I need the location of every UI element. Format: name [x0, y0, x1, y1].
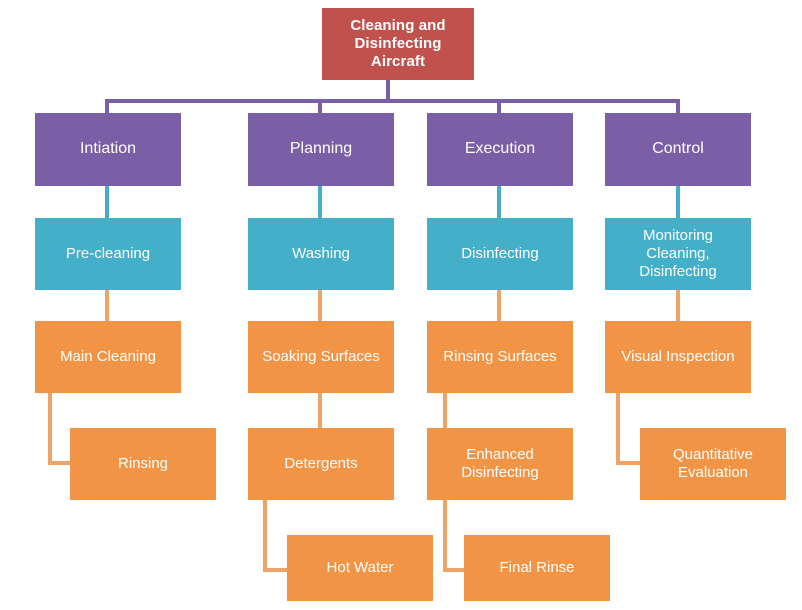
node-task-visual-inspection-label: Visual Inspection: [621, 348, 735, 366]
connector-rinsing-surfaces-to-enhanced-disinfecting: [443, 393, 447, 428]
node-task-rinsing-label: Rinsing: [117, 455, 169, 473]
connector-bus-to-control: [676, 99, 680, 114]
node-task-main-cleaning-label: Main Cleaning: [60, 348, 156, 366]
node-step-disinfecting[interactable]: Disinfecting: [427, 218, 573, 290]
connector-phase-bus: [105, 99, 680, 103]
node-task-hot-water[interactable]: Hot Water: [287, 535, 433, 601]
node-task-rinsing-surfaces-label: Rinsing Surfaces: [443, 348, 557, 366]
node-task-enhanced-disinfecting-label: Enhanced Disinfecting: [461, 446, 539, 481]
node-step-monitoring-cleaning-disinfecting[interactable]: Monitoring Cleaning, Disinfecting: [605, 218, 751, 290]
connector-bus-to-planning: [318, 99, 322, 114]
node-task-rinsing-surfaces[interactable]: Rinsing Surfaces: [427, 321, 573, 393]
node-step-washing[interactable]: Washing: [248, 218, 394, 290]
connector-enhanced-disinfecting-to-final-rinse: [443, 500, 471, 572]
node-step-disinfecting-label: Disinfecting: [461, 245, 539, 263]
node-task-hot-water-label: Hot Water: [326, 559, 394, 577]
node-title-cleaning-and-disinfecting-aircraft[interactable]: Cleaning and Disinfecting Aircraft: [322, 8, 474, 80]
node-step-washing-label: Washing: [292, 245, 350, 263]
node-task-rinsing[interactable]: Rinsing: [70, 428, 216, 500]
node-phase-control[interactable]: Control: [605, 113, 751, 186]
connector-planning-to-washing: [318, 186, 322, 218]
connector-control-to-monitoring: [676, 186, 680, 218]
connector-pre-cleaning-to-main-cleaning: [105, 290, 109, 321]
connector-detergents-to-hot-water: [263, 500, 293, 572]
node-task-main-cleaning[interactable]: Main Cleaning: [35, 321, 181, 393]
node-task-final-rinse[interactable]: Final Rinse: [464, 535, 610, 601]
connector-execution-to-disinfecting: [497, 186, 501, 218]
node-task-enhanced-disinfecting[interactable]: Enhanced Disinfecting: [427, 428, 573, 500]
node-phase-execution[interactable]: Execution: [427, 113, 573, 186]
connector-title-stem: [386, 80, 390, 102]
node-step-monitoring-label: Monitoring Cleaning, Disinfecting: [639, 227, 717, 280]
node-task-detergents[interactable]: Detergents: [248, 428, 394, 500]
node-task-detergents-label: Detergents: [284, 455, 358, 473]
connector-monitoring-to-visual-inspection: [676, 290, 680, 321]
node-step-pre-cleaning-label: Pre-cleaning: [65, 245, 151, 263]
node-task-final-rinse-label: Final Rinse: [499, 559, 575, 577]
node-task-quantitative-evaluation[interactable]: Quantitative Evaluation: [640, 428, 786, 500]
node-task-soaking-surfaces[interactable]: Soaking Surfaces: [248, 321, 394, 393]
node-task-soaking-surfaces-label: Soaking Surfaces: [262, 348, 380, 366]
node-phase-intiation[interactable]: Intiation: [35, 113, 181, 186]
connector-soaking-surfaces-to-detergents: [318, 393, 322, 428]
node-task-quantitative-evaluation-label: Quantitative Evaluation: [672, 446, 754, 481]
node-task-visual-inspection[interactable]: Visual Inspection: [605, 321, 751, 393]
connector-intiation-to-pre-cleaning: [105, 186, 109, 218]
connector-washing-to-soaking-surfaces: [318, 290, 322, 321]
node-title-label: Cleaning and Disinfecting Aircraft: [350, 17, 446, 70]
node-step-pre-cleaning[interactable]: Pre-cleaning: [35, 218, 181, 290]
node-phase-planning-label: Planning: [289, 140, 353, 158]
node-phase-intiation-label: Intiation: [79, 140, 137, 158]
connector-bus-to-execution: [497, 99, 501, 114]
node-phase-control-label: Control: [652, 140, 704, 158]
node-phase-execution-label: Execution: [464, 140, 536, 158]
connector-visual-inspection-to-quantitative-evaluation: [616, 393, 646, 465]
connector-disinfecting-to-rinsing-surfaces: [497, 290, 501, 321]
connector-main-cleaning-to-rinsing: [48, 393, 80, 465]
connector-bus-to-intiation: [105, 99, 109, 114]
node-phase-planning[interactable]: Planning: [248, 113, 394, 186]
